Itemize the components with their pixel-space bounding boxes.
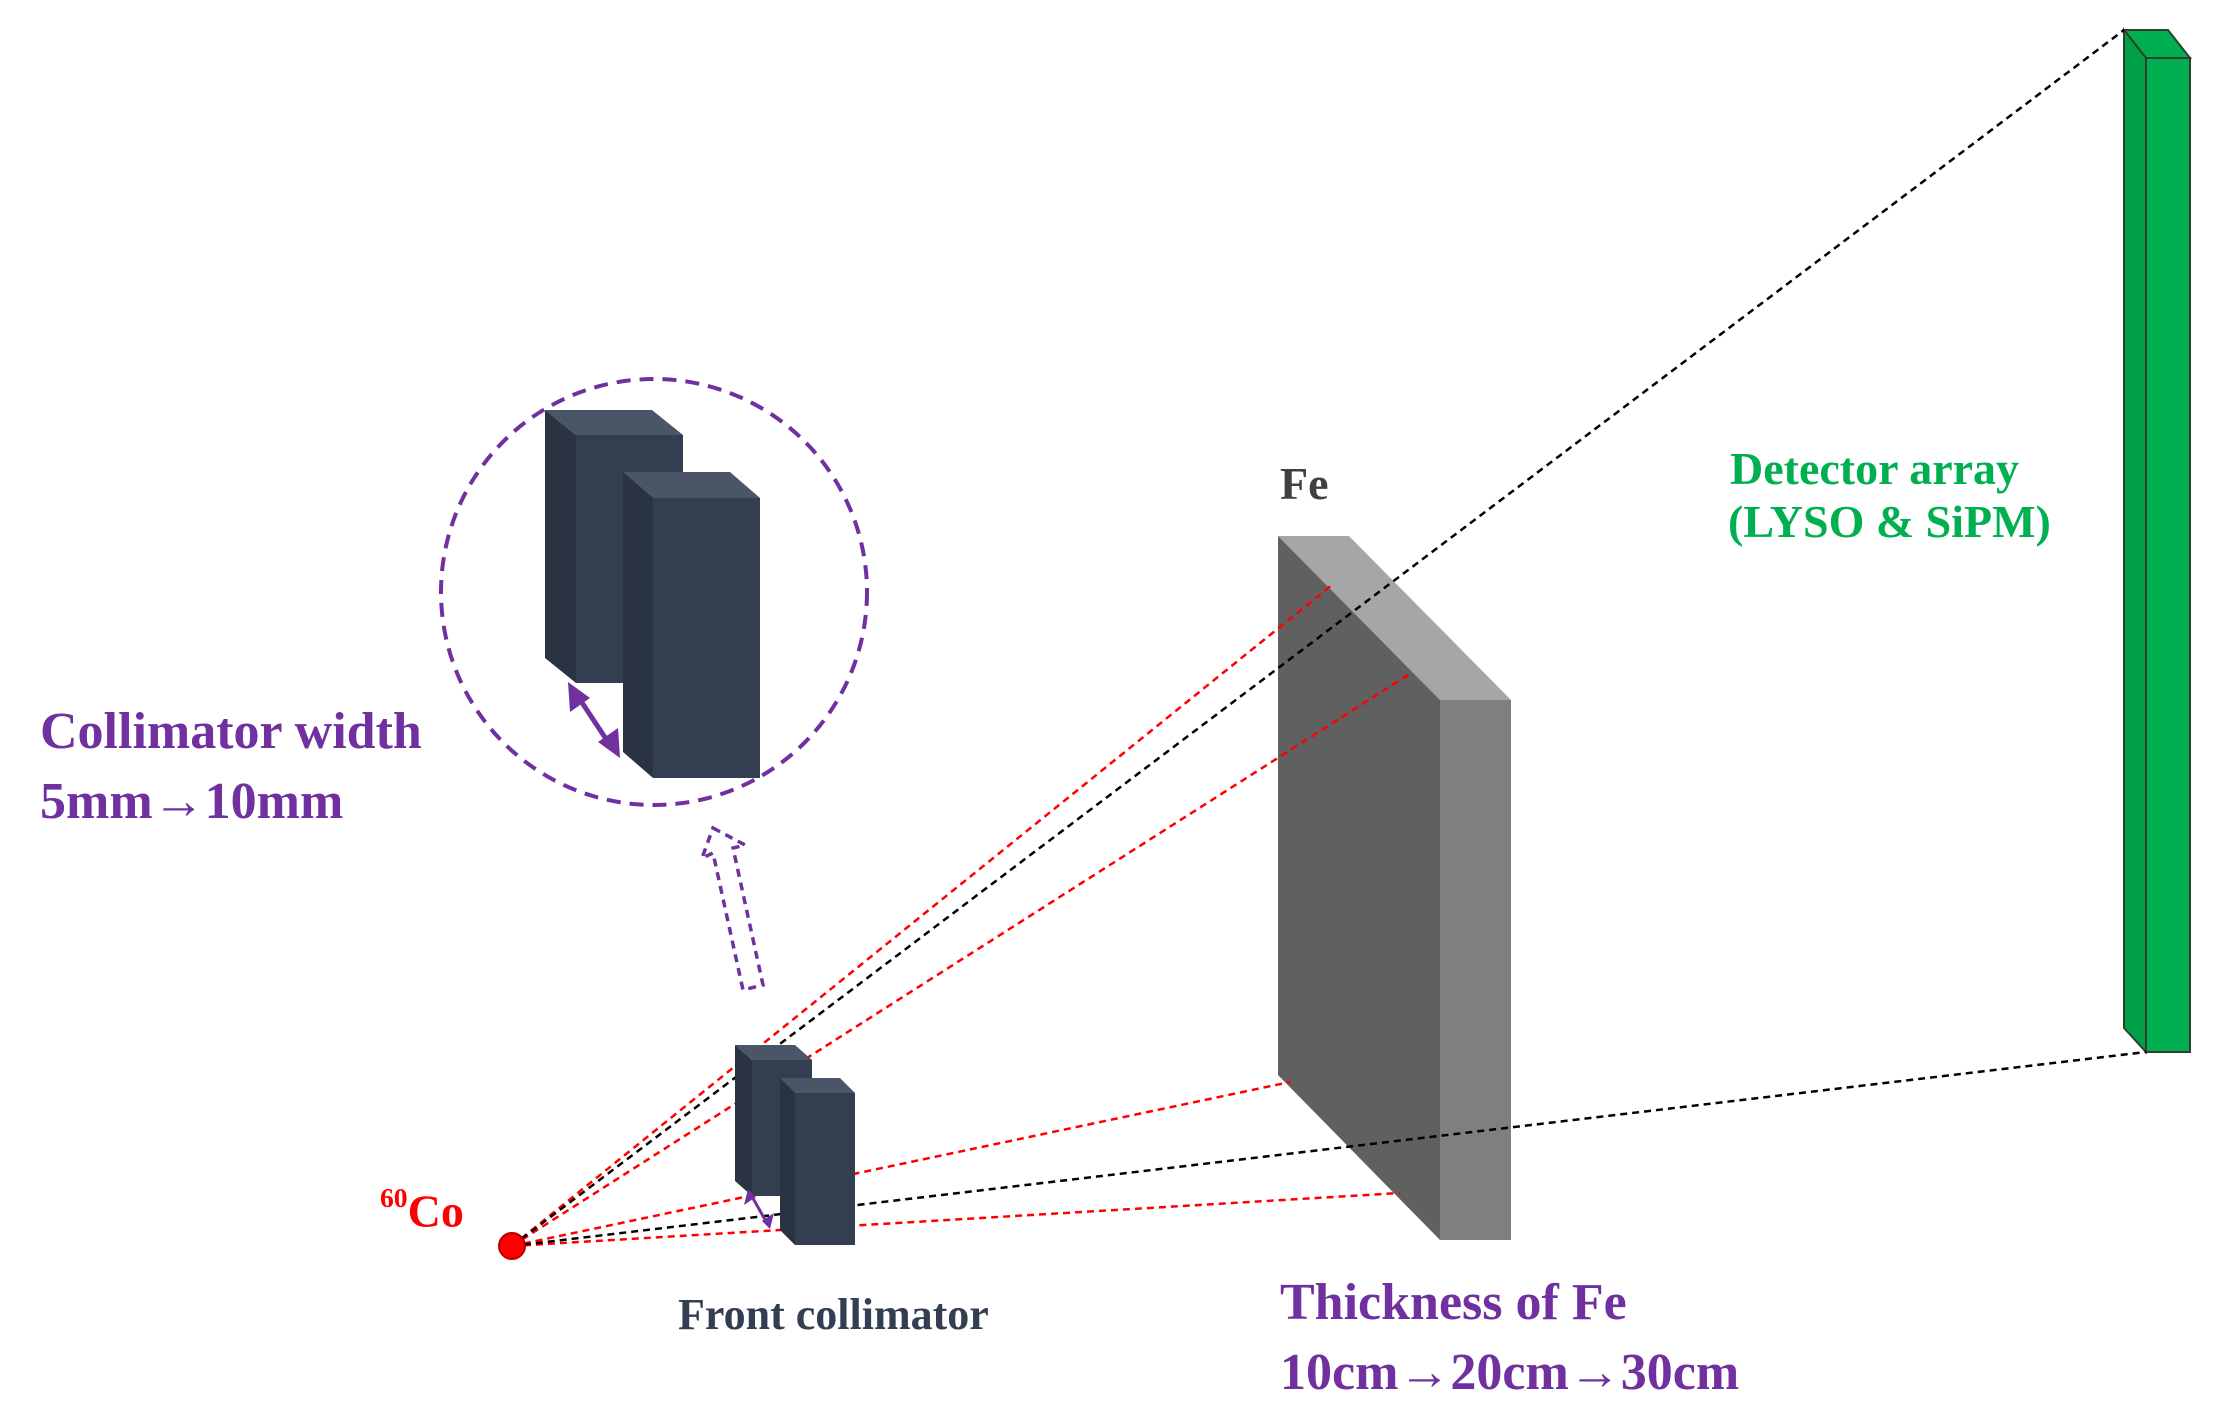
zoom-pointer-arrow: [698, 825, 766, 993]
fe-thickness-line2: 10cm→20cm→30cm: [1280, 1344, 1740, 1402]
ray-red: [511, 1080, 1291, 1248]
collimator-block-side: [735, 1045, 752, 1196]
ray-red: [511, 584, 1333, 1247]
fe-slab-front: [1278, 536, 1440, 1240]
ray-red: [511, 1191, 1401, 1248]
front-collimator: [735, 1045, 855, 1245]
detector-array-label: Detector array (LYSO & SiPM): [1728, 443, 2051, 549]
fe-label: Fe: [1280, 458, 1329, 509]
arrowhead: [568, 682, 590, 712]
fe-thickness-label: Thickness of Fe 10cm→20cm→30cm: [1280, 1268, 1739, 1408]
detector-side: [2123, 27, 2147, 1055]
arrowhead: [744, 1189, 756, 1205]
detector-label-line2: (LYSO & SiPM): [1728, 495, 2051, 547]
zoom-block-side: [545, 410, 576, 683]
fe-slab-top: [1278, 536, 1511, 700]
detector-array: [2121, 27, 2193, 1055]
arrowhead: [762, 1213, 774, 1229]
zoom-block-side: [623, 472, 653, 778]
collimator-width-line1: Collimator width: [40, 703, 422, 760]
co60-label: 60Co: [380, 1182, 464, 1237]
collimator-block-top: [735, 1045, 812, 1060]
zoom-block-top: [545, 410, 683, 435]
detector-front: [2145, 57, 2191, 1053]
front-collimator-label: Front collimator: [678, 1290, 989, 1339]
zoom-block-top: [623, 472, 760, 498]
ray-black: [511, 29, 2125, 1247]
fe-slab: [1278, 536, 1511, 1240]
collimator-block-front: [795, 1093, 855, 1245]
detector-label-line1: Detector array: [1730, 443, 2020, 494]
collimator-zoom: [439, 377, 869, 807]
collimator-block-side: [780, 1078, 795, 1245]
collimator-width-line2: 5mm→10mm: [40, 773, 344, 831]
collimator-width-label: Collimator width 5mm→10mm: [40, 697, 422, 837]
collimator-block-top: [780, 1078, 855, 1093]
fe-slab-side: [1440, 700, 1511, 1240]
ray-red: [511, 673, 1409, 1248]
arrowhead: [598, 728, 620, 758]
radiation-rays: [511, 29, 2147, 1248]
ray-black: [511, 1050, 2147, 1248]
zoom-circle: [439, 377, 869, 807]
co60-source: [498, 1232, 526, 1260]
zoom-block-front: [653, 498, 760, 778]
fe-thickness-line1: Thickness of Fe: [1280, 1274, 1627, 1331]
